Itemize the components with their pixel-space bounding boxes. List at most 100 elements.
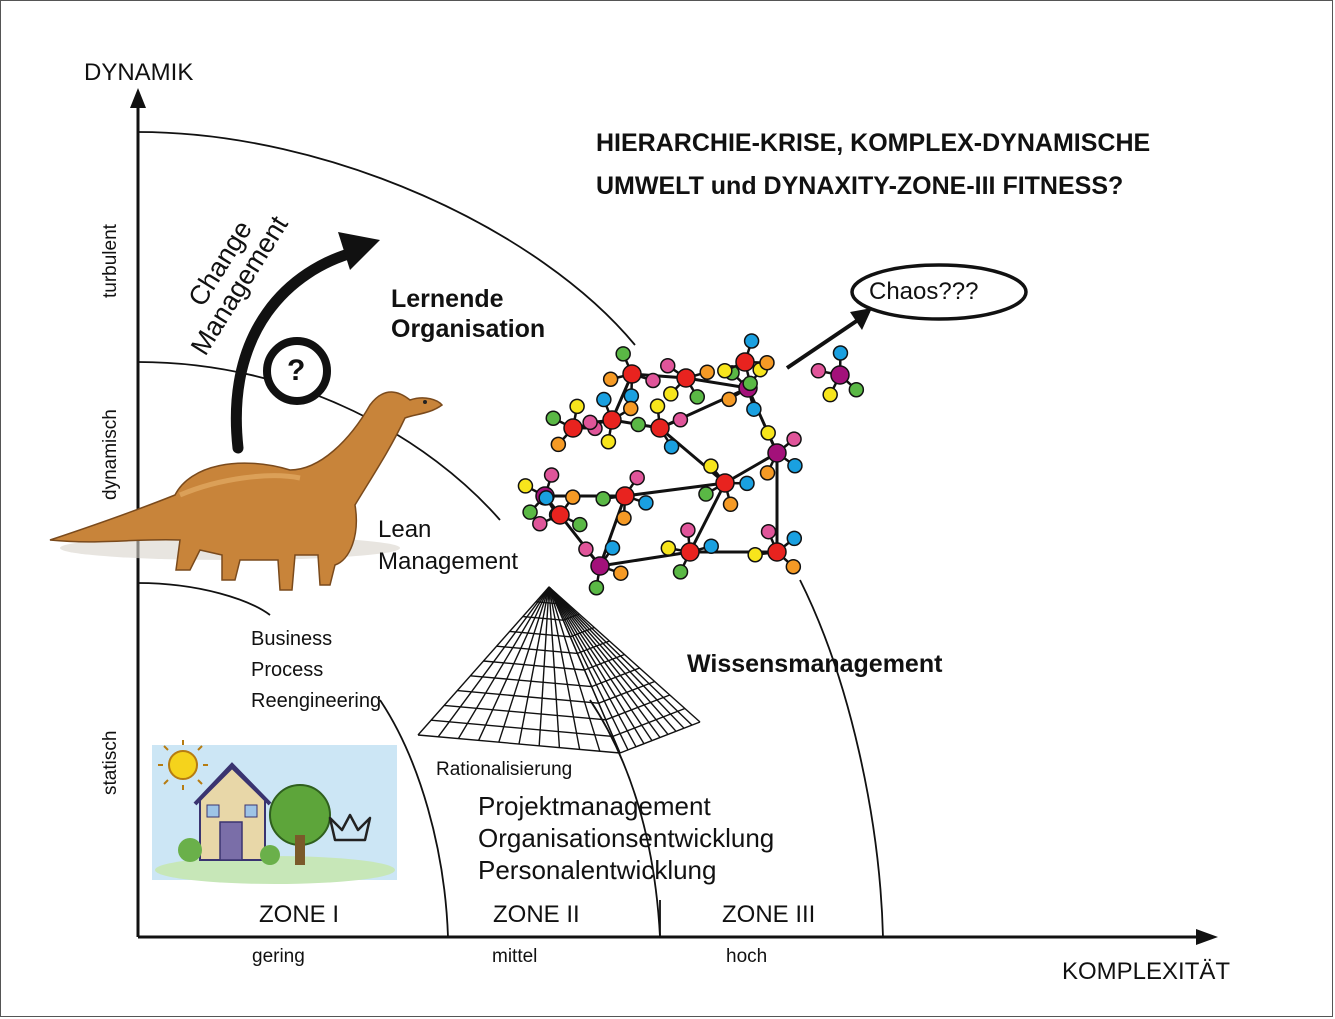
zone-boundary-inner-arc [137,582,271,616]
x-tick-mittel: mittel [492,946,538,967]
molecule-atom [703,538,719,554]
house-picture [152,740,397,884]
molecule-atom [698,486,714,502]
molecule-atom [649,398,666,414]
molecule-atom [588,579,605,596]
molecule-atom [699,364,715,380]
molecule-atom [623,400,639,417]
molecule-center-atom [830,365,850,385]
molecule-atom [569,398,585,415]
zone-2-label: ZONE II [493,901,580,928]
x-tick-gering: gering [252,946,305,967]
molecule-bond [685,376,749,390]
molecule-atom [746,401,762,417]
lean-management-line-2: Management [378,548,519,575]
question-mark: ? [287,354,306,387]
molecule-atom [742,375,758,392]
zone-boundary-outer-arc [137,131,636,346]
bpr-line-2: Process [251,659,324,681]
molecule-atom [532,515,548,532]
personalentwicklung-label: Personalentwicklung [478,855,717,885]
molecule-atom [810,363,827,379]
molecule-bond [724,451,778,485]
molecule-center-atom [615,486,635,506]
molecule-center-atom [650,418,670,438]
wissensmanagement-label: Wissensmanagement [687,650,943,678]
y-tick-dynamisch: dynamisch [100,409,121,500]
molecule-atom [616,510,632,526]
molecule-atom [722,496,739,513]
molecule-center-atom [622,364,642,384]
molecule-atom [582,414,598,431]
molecule-atom [703,458,719,474]
molecule-atom [630,416,647,433]
molecule-atom [739,475,755,492]
molecule-atom [596,391,612,408]
organisationsentwicklung-label: Organisationsentwicklung [478,823,775,853]
molecule-atom [565,489,581,505]
molecule-atom [832,345,849,361]
molecule-atom [578,541,594,557]
molecule-atom [545,410,562,427]
molecule-bond [624,481,726,498]
molecule-atom [672,564,689,580]
molecule-center-atom [602,410,622,430]
molecule-network-icon [517,333,865,596]
molecule-atom [543,467,560,483]
crown-icon [328,813,372,842]
pyramid-icon [417,586,701,754]
molecule-bond [598,495,627,567]
molecule-atom [759,354,775,371]
y-axis-arrowhead [130,88,146,108]
x-axis-arrowhead [1196,929,1218,945]
molecule-atom [848,381,865,398]
molecule-atom [786,530,803,547]
molecule-atom [786,431,802,447]
molecule-atom [747,546,763,563]
chaos-label: Chaos??? [869,278,979,305]
molecule-atom [663,386,679,402]
molecule-atom [645,372,661,389]
molecule-bond [688,482,727,553]
molecule-atom [522,504,538,520]
sun-icon [168,750,198,780]
molecule-atom [602,371,619,388]
dinosaur-icon [49,391,444,591]
bpr-line-1: Business [251,628,333,650]
zone-boundary-outer-arc-lower [799,579,884,938]
molecule-atom [721,391,737,408]
zone-boundary-middle-arc [137,361,501,521]
zone-1-label: ZONE I [259,901,340,928]
zone-boundary-middle-arc-lower [589,699,661,938]
change-arrow-head [338,232,380,270]
molecule-center-atom [767,443,787,463]
change-arrow [230,246,361,454]
chaos-arrow-head [850,308,872,330]
molecule-atom [680,522,696,538]
molecule-atom [613,565,629,581]
molecule-atom [517,478,534,494]
chaos-bubble [850,263,1028,321]
y-tick-turbulent: turbulent [100,224,121,298]
y-axis-label: DYNAMIK [84,59,194,86]
rationalisierung-label: Rationalisierung [436,759,573,780]
molecule-atom [538,490,554,506]
x-axis-label: KOMPLEXITÄT [1062,958,1231,985]
molecule-atom [822,386,838,403]
molecule-bond [659,426,726,485]
molecule-center-atom [563,418,583,438]
molecule-center-atom [676,368,696,388]
molecule-atom [595,490,611,507]
bpr-line-3: Reengineering [251,690,382,712]
molecule-atom [660,540,677,556]
molecule-atom [672,412,689,428]
molecule-atom [760,425,776,441]
molecule-atom [615,346,631,362]
molecule-atom [759,465,776,481]
title-line-2: UMWELT und DYNAXITY-ZONE-III FITNESS? [596,172,1124,200]
zone-3-label: ZONE III [722,901,816,928]
molecule-atom [717,362,733,379]
y-tick-statisch: statisch [100,730,121,795]
lernende-organisation-line-2: Organisation [391,315,546,343]
